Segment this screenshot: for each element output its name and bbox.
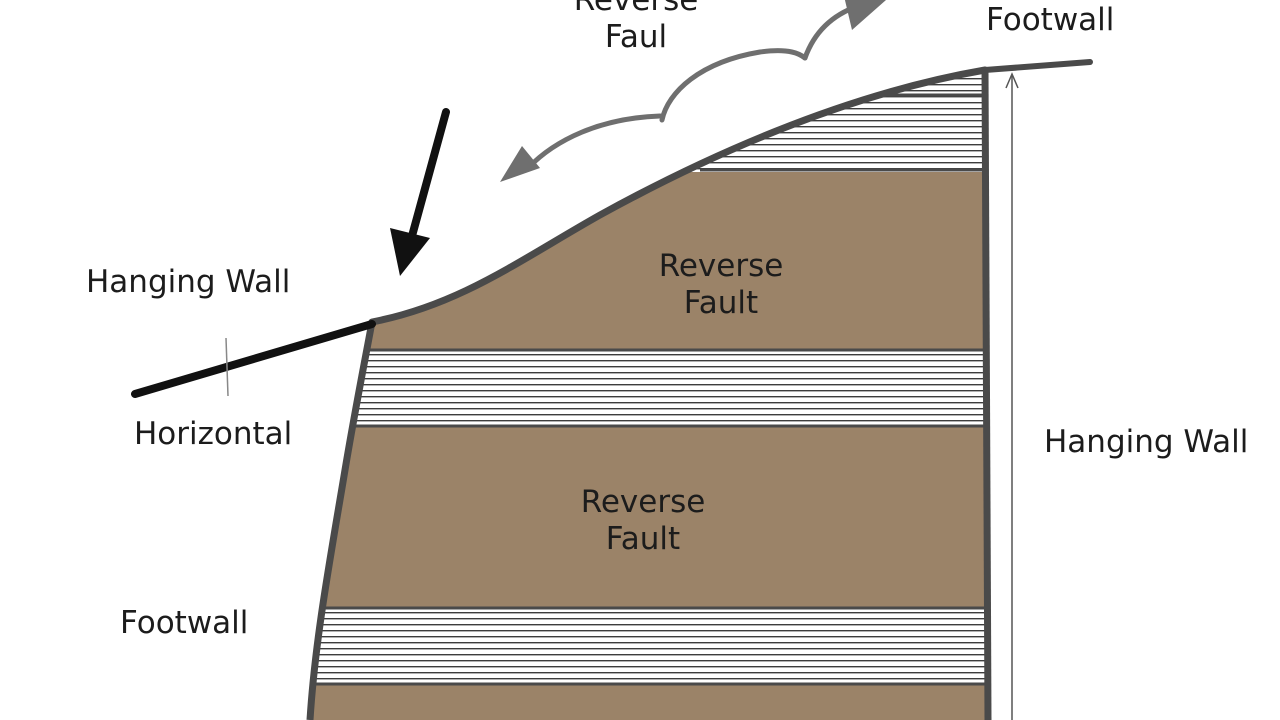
horizontal-tick: [225, 337, 229, 397]
block-upper-label-line1: Reverse: [658, 248, 784, 284]
double-curved-arrow-icon: [500, 0, 886, 182]
stripe-band-upper: [310, 350, 985, 426]
block-middle-label-line1: Reverse: [580, 484, 706, 520]
block-middle-label: Reverse Fault: [543, 484, 743, 558]
top-reverse-fault-label: Reverse Faul: [556, 0, 716, 56]
block-middle-label-line2: Fault: [605, 521, 681, 557]
top-reverse-label-line2: Faul: [604, 19, 668, 55]
horizontal-line: [131, 320, 376, 398]
stripe-band-lower: [310, 608, 985, 684]
top-reverse-label-line1: Reverse: [573, 0, 699, 18]
hanging-wall-left-label: Hanging Wall: [86, 264, 291, 300]
block-upper-label: Reverse Fault: [621, 248, 821, 322]
arrow-down-left-icon: [390, 108, 450, 276]
horizontal-label: Horizontal: [134, 416, 293, 452]
block-upper-label-line2: Fault: [683, 285, 759, 321]
hanging-wall-right-label: Hanging Wall: [1044, 424, 1249, 460]
rock-block: [310, 70, 985, 720]
footwall-surface-line: [982, 59, 1093, 73]
block-outline: [368, 66, 989, 326]
footwall-left-label: Footwall: [120, 605, 249, 641]
top-footwall-label: Footwall: [986, 2, 1115, 38]
